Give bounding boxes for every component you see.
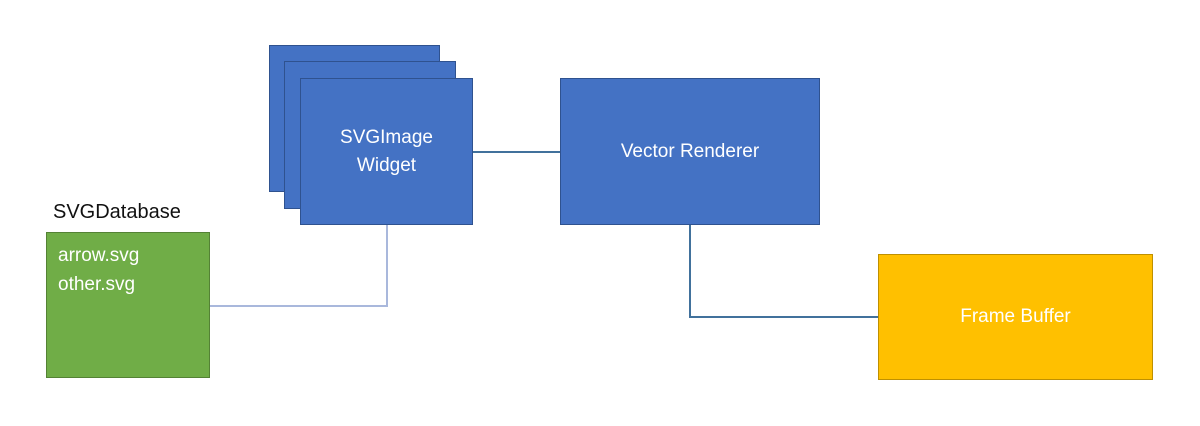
connector-renderer-to-framebuffer-vertical xyxy=(689,225,691,318)
svg-image-widget-label-line2: Widget xyxy=(356,154,417,176)
svg-database-file-item: other.svg xyxy=(58,274,136,295)
svg-database-node: arrow.svg other.svg xyxy=(46,232,210,378)
vector-renderer-node: Vector Renderer xyxy=(560,78,820,225)
svg-image-widget-node: SVGImage Widget xyxy=(300,78,473,225)
vector-renderer-label: Vector Renderer xyxy=(620,140,760,162)
connector-database-to-widget-horizontal xyxy=(210,305,388,307)
connector-renderer-to-framebuffer-horizontal xyxy=(689,316,878,318)
svg-database-file-list: arrow.svg other.svg xyxy=(58,241,139,299)
svg-image-widget-label: SVGImage Widget xyxy=(340,124,433,180)
frame-buffer-label: Frame Buffer xyxy=(960,306,1071,327)
svg-image-widget-label-line1: SVGImage xyxy=(340,126,433,148)
connector-widget-to-renderer xyxy=(473,151,560,153)
svg-database-title: SVGDatabase xyxy=(53,201,181,223)
svg-database-file-item: arrow.svg xyxy=(58,245,140,266)
frame-buffer-node: Frame Buffer xyxy=(878,254,1153,380)
connector-database-to-widget-vertical xyxy=(386,225,388,307)
